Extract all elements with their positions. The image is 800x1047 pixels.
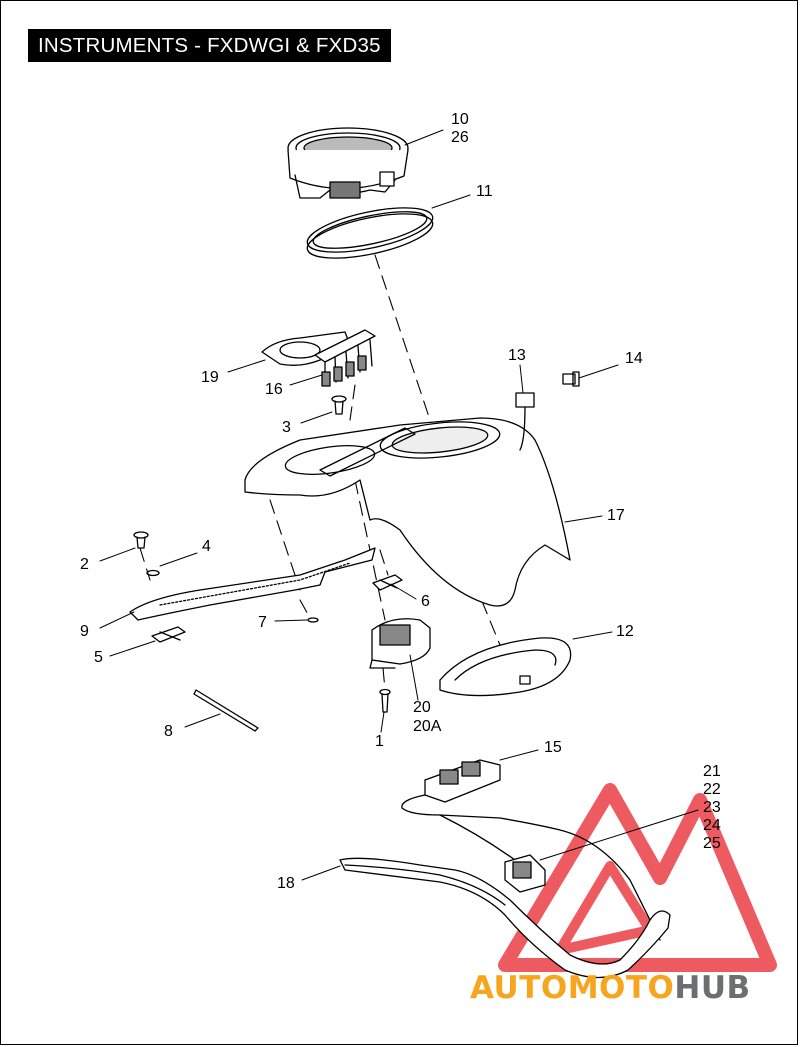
watermark-text: AUTOMOTOHUB [470,970,751,1006]
gasket-ring-part [306,207,434,259]
bracket-9-part [129,547,376,621]
clip-6-part [372,574,403,591]
callout-9: 9 [80,623,89,640]
clip-5-part [151,626,186,643]
callout-8: 8 [164,723,173,740]
callout-11: 11 [476,183,493,200]
callout-labels: 10 26 11 13 14 19 16 3 17 2 4 9 6 7 12 5… [80,111,721,892]
callout-3: 3 [282,419,291,436]
callout-4: 4 [202,538,211,555]
watermark-part1: AUTOMOTO [470,970,674,1006]
switch-15-part [401,759,661,941]
callout-2: 2 [80,556,89,573]
callout-16: 16 [265,381,283,398]
callout-24: 24 [703,817,721,834]
nut-7-part [307,617,319,623]
sensor-wire-part [515,392,535,451]
screw-3-part [331,395,347,415]
connector-21-25-part [504,854,546,893]
callout-19: 19 [201,369,219,386]
callout-14: 14 [625,350,643,367]
watermark-part2: HUB [674,970,750,1006]
callout-25: 25 [703,835,721,852]
module-20-part [369,618,431,669]
callout-21: 21 [703,763,721,780]
washer-4-part [146,569,160,577]
indicator-lamp-part [314,329,376,387]
callout-22: 22 [703,781,721,798]
wire-channel-18-part [339,857,671,979]
bezel-ring-part [439,637,572,697]
screw-2-part [133,531,149,549]
callout-26: 26 [451,129,469,146]
diagram-title: INSTRUMENTS - FXDWGI & FXD35 [28,29,391,62]
callout-17: 17 [607,507,625,524]
callout-10: 10 [451,111,469,128]
callout-15: 15 [544,739,562,756]
callout-12: 12 [616,623,634,640]
watermark-logo [498,783,777,972]
callout-20a: 20A [413,718,442,735]
cable-tie-part [193,689,259,732]
screw-1-part [379,688,391,713]
callout-1: 1 [375,733,384,750]
callout-5: 5 [94,649,103,666]
speedometer-part [287,127,409,199]
callout-23: 23 [703,799,721,816]
callout-6: 6 [421,593,430,610]
bolt-14-part [562,371,580,387]
callout-20: 20 [413,699,431,716]
leader-lines [99,129,699,881]
callout-7: 7 [258,614,267,631]
callout-18: 18 [277,875,295,892]
console-part [244,417,571,607]
callout-13: 13 [508,347,526,364]
